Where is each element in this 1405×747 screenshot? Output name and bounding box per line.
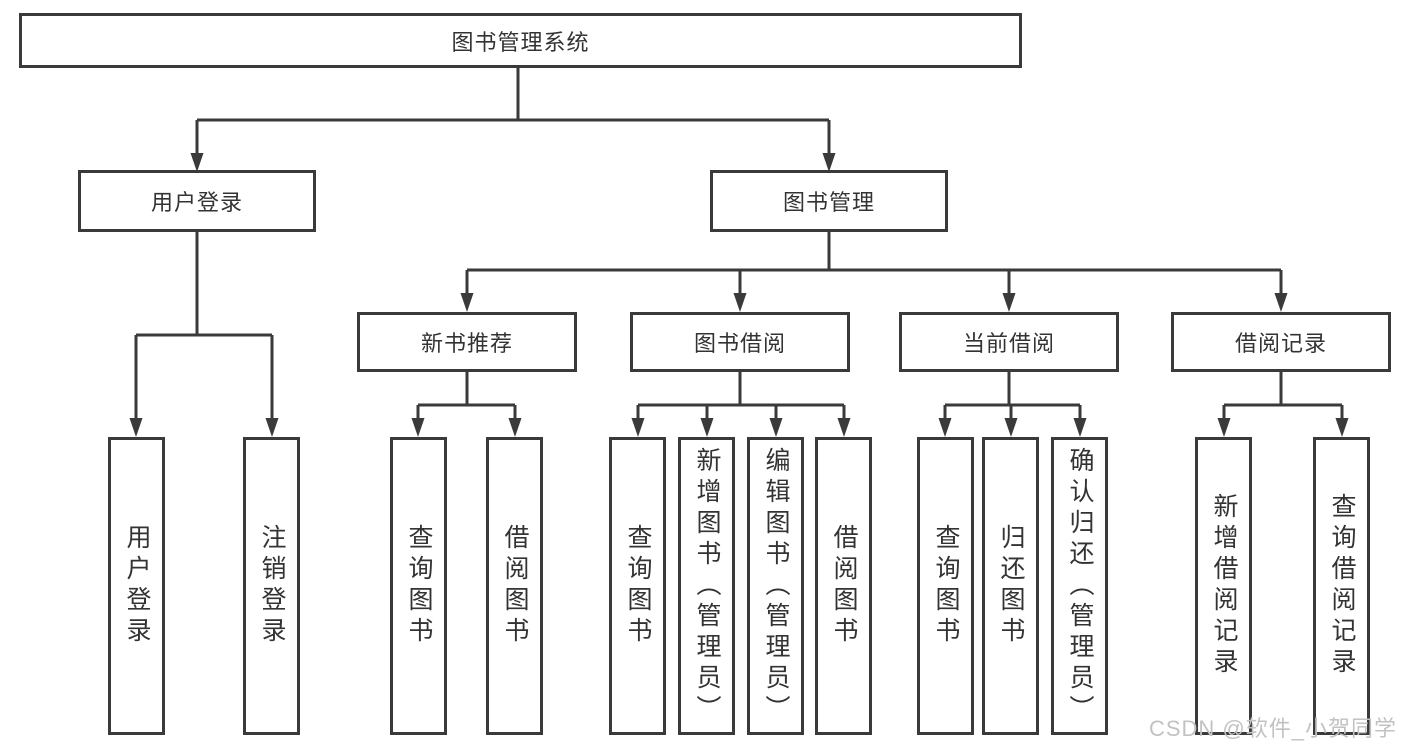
leaf-query-books-3: 查询图书 [917, 437, 974, 735]
node-borrow-records: 借阅记录 [1171, 312, 1391, 372]
node-label: 用户登录 [123, 524, 151, 648]
leaf-add-borrow-record: 新增借阅记录 [1195, 437, 1252, 735]
leaf-query-books-2: 查询图书 [609, 437, 666, 735]
node-label: 编辑图书（管理员） [762, 446, 790, 726]
node-book-management: 图书管理 [710, 170, 948, 232]
node-label: 用户登录 [150, 190, 243, 215]
leaf-query-books-1: 查询图书 [390, 437, 447, 735]
leaf-edit-book-admin: 编辑图书（管理员） [747, 437, 804, 735]
leaf-logout: 注销登录 [243, 437, 300, 735]
node-label: 新书推荐 [420, 331, 513, 356]
csdn-watermark: CSDN @软件_小贺同学 [1148, 716, 1397, 741]
node-label: 归还图书 [997, 524, 1025, 648]
node-label: 新增图书（管理员） [693, 446, 721, 726]
leaf-user-login: 用户登录 [108, 437, 165, 735]
node-label: 图书借阅 [693, 331, 786, 356]
node-label: 图书管理 [782, 190, 875, 215]
leaf-add-book-admin: 新增图书（管理员） [678, 437, 735, 735]
node-library-management-system: 图书管理系统 [19, 13, 1022, 68]
node-label: 借阅图书 [830, 524, 858, 648]
node-label: 当前借阅 [962, 331, 1055, 356]
leaf-confirm-return-admin: 确认归还（管理员） [1051, 437, 1108, 735]
node-label: 图书管理系统 [451, 29, 590, 55]
node-user-login: 用户登录 [78, 170, 316, 232]
node-book-borrow: 图书借阅 [630, 312, 850, 372]
leaf-borrow-books-1: 借阅图书 [486, 437, 543, 735]
node-label: 确认归还（管理员） [1066, 446, 1094, 726]
node-label: 查询图书 [932, 524, 960, 648]
node-label: 新增借阅记录 [1210, 493, 1238, 679]
leaf-borrow-books-2: 借阅图书 [815, 437, 872, 735]
node-label: 借阅图书 [501, 524, 529, 648]
node-new-book-recommend: 新书推荐 [357, 312, 577, 372]
node-label: 查询图书 [405, 524, 433, 648]
node-label: 注销登录 [258, 524, 286, 648]
node-label: 借阅记录 [1234, 331, 1327, 356]
leaf-return-book: 归还图书 [982, 437, 1039, 735]
node-label: 查询借阅记录 [1328, 493, 1356, 679]
leaf-query-borrow-record: 查询借阅记录 [1313, 437, 1370, 735]
node-current-borrow: 当前借阅 [899, 312, 1119, 372]
node-label: 查询图书 [624, 524, 652, 648]
